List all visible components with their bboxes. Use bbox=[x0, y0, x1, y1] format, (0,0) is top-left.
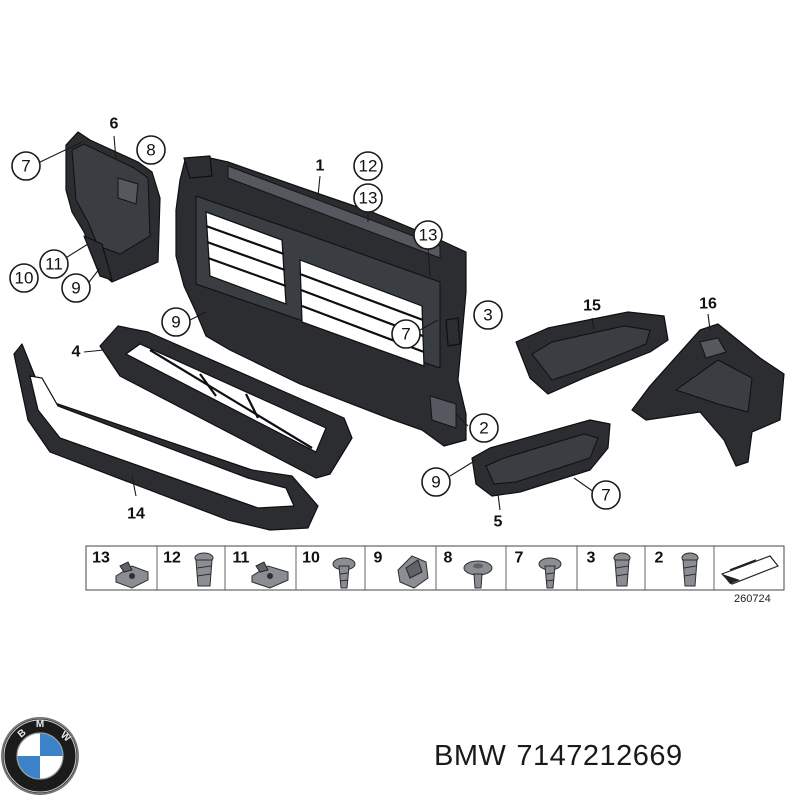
callout-4: 4 bbox=[72, 344, 81, 361]
callout-label: 3 bbox=[483, 306, 492, 325]
torx-bolt-icon bbox=[681, 552, 699, 587]
callout-7-center: 7 bbox=[391, 319, 421, 349]
callout-label: 8 bbox=[146, 141, 155, 160]
callout-10: 10 bbox=[9, 263, 39, 293]
part-number: 7147212669 bbox=[516, 740, 683, 772]
callout-label: 9 bbox=[71, 279, 80, 298]
hardware-number: 8 bbox=[444, 550, 453, 567]
hardware-item-11: 11 bbox=[233, 550, 289, 589]
callout-label: 6 bbox=[110, 116, 119, 133]
hardware-number: 11 bbox=[233, 550, 250, 567]
callout-9-right: 9 bbox=[421, 467, 451, 497]
torx-bolt-icon bbox=[194, 552, 214, 587]
hardware-item-2: 2 bbox=[655, 550, 699, 587]
svg-text:M: M bbox=[36, 719, 44, 730]
callout-15: 15 bbox=[583, 298, 601, 315]
callout-label: 13 bbox=[359, 189, 378, 208]
callout-12: 12 bbox=[353, 151, 383, 181]
callout-2: 2 bbox=[469, 413, 499, 443]
diagram-code: 260724 bbox=[734, 593, 771, 605]
callout-label: 2 bbox=[479, 419, 488, 438]
lower-grille-frame-part bbox=[13, 343, 319, 531]
radiator-air-duct-frame-part bbox=[175, 155, 467, 447]
flange-screw-icon bbox=[538, 557, 562, 589]
callout-8: 8 bbox=[136, 135, 166, 165]
flange-screw-icon bbox=[332, 557, 356, 589]
callout-6: 6 bbox=[110, 116, 119, 133]
air-duct-left-part bbox=[65, 131, 161, 283]
small-air-duct-part bbox=[471, 419, 611, 497]
hardware-item-10: 10 bbox=[302, 550, 356, 589]
callout-label: 11 bbox=[45, 255, 63, 274]
torx-bolt-icon bbox=[613, 552, 631, 587]
callout-7-top-left: 7 bbox=[11, 151, 41, 181]
callout-label: 5 bbox=[494, 514, 503, 531]
callout-13-upper: 13 bbox=[353, 183, 383, 213]
speed-nut-icon bbox=[251, 561, 289, 589]
hardware-number: 2 bbox=[655, 550, 664, 567]
part-caption: BMW 7147212669 bbox=[434, 740, 794, 773]
hardware-item-13: 13 bbox=[92, 550, 149, 589]
callout-3: 3 bbox=[473, 300, 503, 330]
callout-11: 11 bbox=[39, 249, 69, 279]
callout-5: 5 bbox=[494, 514, 503, 531]
leader-lines bbox=[37, 135, 711, 511]
callout-label: 15 bbox=[583, 298, 601, 315]
hardware-item-8: 8 bbox=[444, 550, 493, 589]
callout-1: 1 bbox=[316, 158, 325, 175]
callout-9-left: 9 bbox=[61, 273, 91, 303]
hardware-number: 7 bbox=[515, 550, 524, 567]
hardware-number: 3 bbox=[587, 550, 596, 567]
callout-16: 16 bbox=[699, 296, 717, 313]
callout-label: 9 bbox=[431, 473, 440, 492]
hardware-number: 9 bbox=[374, 550, 383, 567]
hardware-number: 13 bbox=[92, 550, 110, 567]
hardware-number: 12 bbox=[163, 550, 181, 567]
expanding-clip-icon bbox=[397, 555, 429, 589]
lower-air-guide-part bbox=[99, 325, 353, 479]
callout-label: 16 bbox=[699, 296, 717, 313]
callout-7-right: 7 bbox=[591, 480, 621, 510]
callout-label: 7 bbox=[601, 486, 610, 505]
hardware-number: 10 bbox=[302, 550, 320, 567]
callout-label: 12 bbox=[359, 157, 378, 176]
callout-label: 1 bbox=[316, 158, 325, 175]
hardware-item-12: 12 bbox=[163, 550, 214, 587]
callout-label: 4 bbox=[72, 344, 81, 361]
callout-label: 7 bbox=[21, 157, 30, 176]
callout-label: 13 bbox=[419, 226, 438, 245]
pan-head-screw-icon bbox=[463, 560, 493, 589]
hardware-item-3: 3 bbox=[587, 550, 631, 587]
callout-label: 14 bbox=[127, 506, 145, 523]
hardware-item-7: 7 bbox=[515, 550, 562, 589]
hardware-strip: 13 12 11 10 bbox=[85, 545, 785, 605]
callout-label: 7 bbox=[401, 325, 410, 344]
brand-name: BMW bbox=[434, 740, 507, 772]
air-duct-right-upper-part bbox=[515, 311, 669, 395]
callout-9-center: 9 bbox=[161, 307, 191, 337]
callout-14: 14 bbox=[127, 506, 145, 523]
air-duct-right-lower-part bbox=[631, 323, 785, 467]
speed-nut-icon bbox=[115, 561, 149, 589]
callout-13-right: 13 bbox=[413, 220, 443, 250]
bmw-logo: B M W bbox=[1, 717, 79, 795]
direction-arrow-icon bbox=[720, 555, 779, 585]
callout-label: 9 bbox=[171, 313, 180, 332]
callout-label: 10 bbox=[15, 269, 34, 288]
hardware-item-9: 9 bbox=[374, 550, 429, 589]
